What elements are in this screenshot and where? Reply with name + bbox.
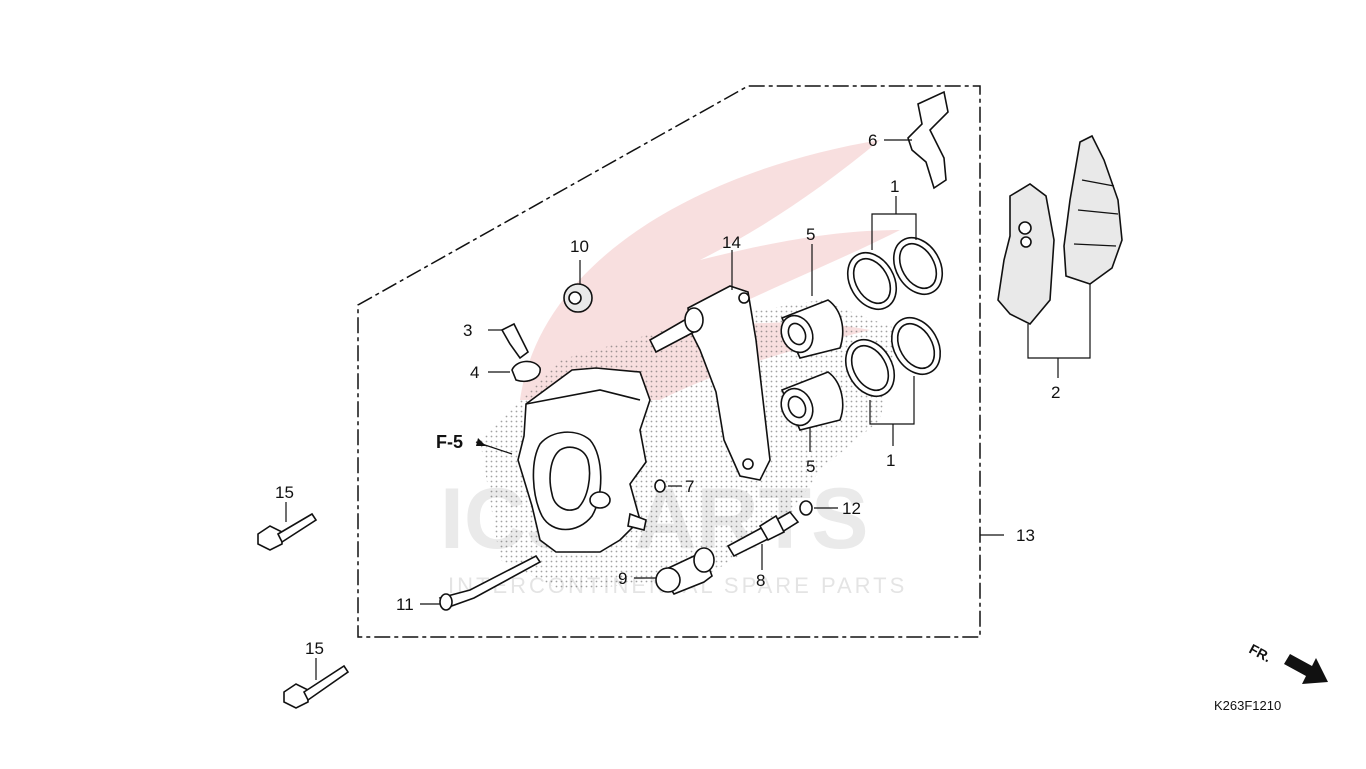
callout-9: 9: [618, 569, 627, 588]
callout-4: 4: [470, 363, 479, 382]
pad-pin-part: [420, 554, 542, 611]
small-seal-part: [799, 500, 838, 516]
brake-pads-part: [997, 134, 1123, 378]
callout-1-lower: 1: [886, 451, 895, 470]
mounting-bolt-upper-part: [257, 502, 318, 551]
callout-12: 12: [842, 499, 861, 518]
mounting-bolt-lower-part: [283, 658, 350, 709]
pin-boot-part: [563, 260, 593, 313]
callout-10: 10: [570, 237, 589, 256]
callout-5-upper: 5: [806, 225, 815, 244]
piston-seals-part: [844, 196, 944, 446]
front-direction-label: FR.: [1247, 641, 1274, 666]
slide-pin-part: [726, 510, 800, 570]
callout-3: 3: [463, 321, 472, 340]
pistons-part: [780, 244, 844, 452]
pin-bolt-part: [634, 547, 715, 595]
reference-f5: F-5: [436, 432, 463, 452]
callout-14: 14: [722, 233, 741, 252]
f5-reference-arrowhead: [476, 438, 486, 446]
bleeder-screw-part: [488, 322, 530, 360]
caliper-bracket-part: [648, 250, 771, 481]
pad-spring-part: [884, 90, 949, 190]
o-ring-part: [654, 479, 682, 493]
callout-1-upper: 1: [890, 177, 899, 196]
front-arrow-icon: [1284, 654, 1328, 684]
callout-5-lower: 5: [806, 457, 815, 476]
callout-15-upper: 15: [275, 483, 294, 502]
diagram-code: K263F1210: [1214, 698, 1281, 713]
bleeder-cap-part: [488, 360, 541, 383]
callout-7: 7: [685, 477, 694, 496]
assembly-boundary: [357, 85, 981, 638]
callout-13: 13: [1016, 526, 1035, 545]
caliper-body-part: [517, 367, 651, 553]
callout-15-lower: 15: [305, 639, 324, 658]
callout-6: 6: [868, 131, 877, 150]
callout-8: 8: [756, 571, 765, 590]
callout-11: 11: [396, 595, 414, 614]
front-direction-indicator: FR.: [1247, 641, 1328, 684]
callout-2: 2: [1051, 383, 1060, 402]
